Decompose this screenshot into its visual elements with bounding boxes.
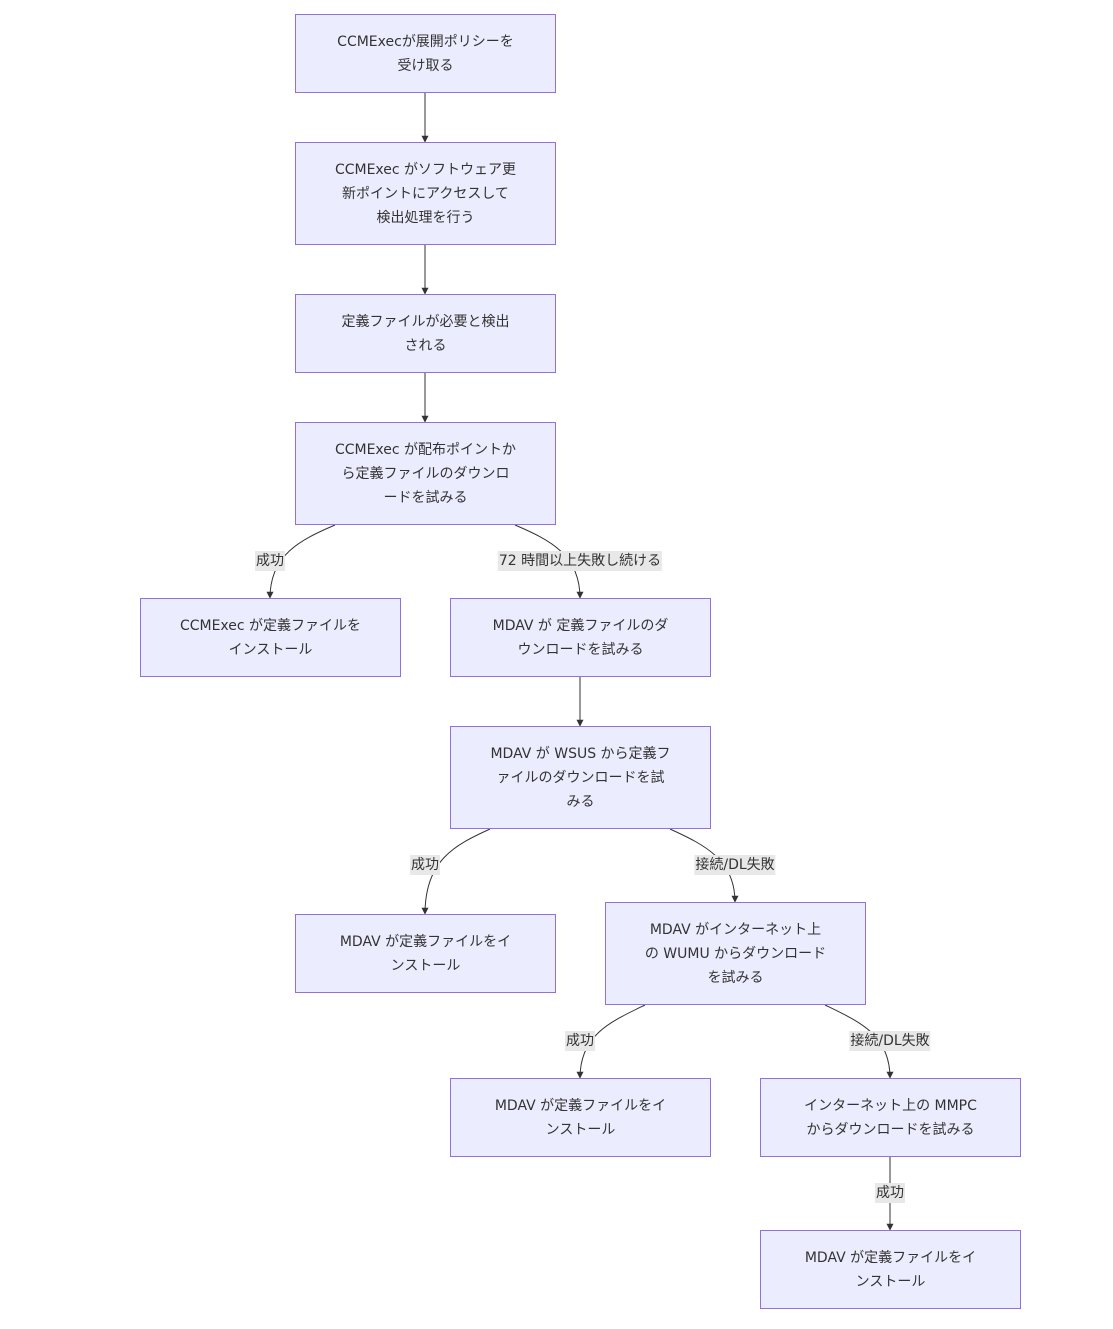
node-text: MDAV が定義ファイルをイ ンストール	[339, 933, 512, 974]
edge-n9-n10	[576, 1004, 646, 1079]
node-mdav-install-mmpc: MDAV が定義ファイルをイ ンストール	[760, 1230, 1021, 1309]
node-text: インターネット上の MMPC からダウンロードを試みる	[804, 1097, 977, 1138]
node-mmpc-download: インターネット上の MMPC からダウンロードを試みる	[760, 1078, 1021, 1157]
edge-label-success: 成功	[875, 1183, 905, 1203]
edge-label-success: 成功	[255, 551, 285, 571]
edge-label-success: 成功	[565, 1031, 595, 1051]
node-text: CCMExec が配布ポイントか ら定義ファイルのダウンロ ードを試みる	[334, 441, 517, 506]
edge-n7-n8	[421, 828, 491, 915]
node-access-update-point: CCMExec がソフトウェア更 新ポイントにアクセスして 検出処理を行う	[295, 142, 556, 245]
node-mdav-install-wsus: MDAV が定義ファイルをイ ンストール	[295, 914, 556, 993]
edge-label-success: 成功	[410, 855, 440, 875]
edge-label-failure-72h: 72 時間以上失敗し続ける	[497, 551, 663, 571]
node-text: 定義ファイルが必要と検出 される	[341, 313, 510, 354]
node-text: CCMExec が定義ファイルを インストール	[179, 617, 362, 658]
node-text: MDAV が 定義ファイルのダ ウンロードを試みる	[492, 617, 669, 658]
edge-n4-n5	[266, 524, 336, 599]
node-mdav-install-wumu: MDAV が定義ファイルをイ ンストール	[450, 1078, 711, 1157]
node-mdav-wsus-download: MDAV が WSUS から定義フ ァイルのダウンロードを試 みる	[450, 726, 711, 829]
node-download-from-dp: CCMExec が配布ポイントか ら定義ファイルのダウンロ ードを試みる	[295, 422, 556, 525]
node-text: CCMExec がソフトウェア更 新ポイントにアクセスして 検出処理を行う	[334, 161, 517, 226]
edge-label-connection-failure: 接続/DL失敗	[849, 1031, 931, 1051]
node-text: MDAV が定義ファイルをイ ンストール	[494, 1097, 667, 1138]
node-mdav-wumu-download: MDAV がインターネット上 の WUMU からダウンロード を試みる	[605, 902, 866, 1005]
node-text: MDAV がインターネット上 の WUMU からダウンロード を試みる	[644, 921, 827, 986]
node-text: CCMExecが展開ポリシーを 受け取る	[337, 33, 514, 74]
node-ccmexec-install: CCMExec が定義ファイルを インストール	[140, 598, 401, 677]
node-text: MDAV が定義ファイルをイ ンストール	[804, 1249, 977, 1290]
node-receive-deployment-policy: CCMExecが展開ポリシーを 受け取る	[295, 14, 556, 93]
node-text: MDAV が WSUS から定義フ ァイルのダウンロードを試 みる	[490, 745, 671, 810]
node-mdav-download: MDAV が 定義ファイルのダ ウンロードを試みる	[450, 598, 711, 677]
node-definition-needed: 定義ファイルが必要と検出 される	[295, 294, 556, 373]
edge-label-connection-failure: 接続/DL失敗	[694, 855, 776, 875]
